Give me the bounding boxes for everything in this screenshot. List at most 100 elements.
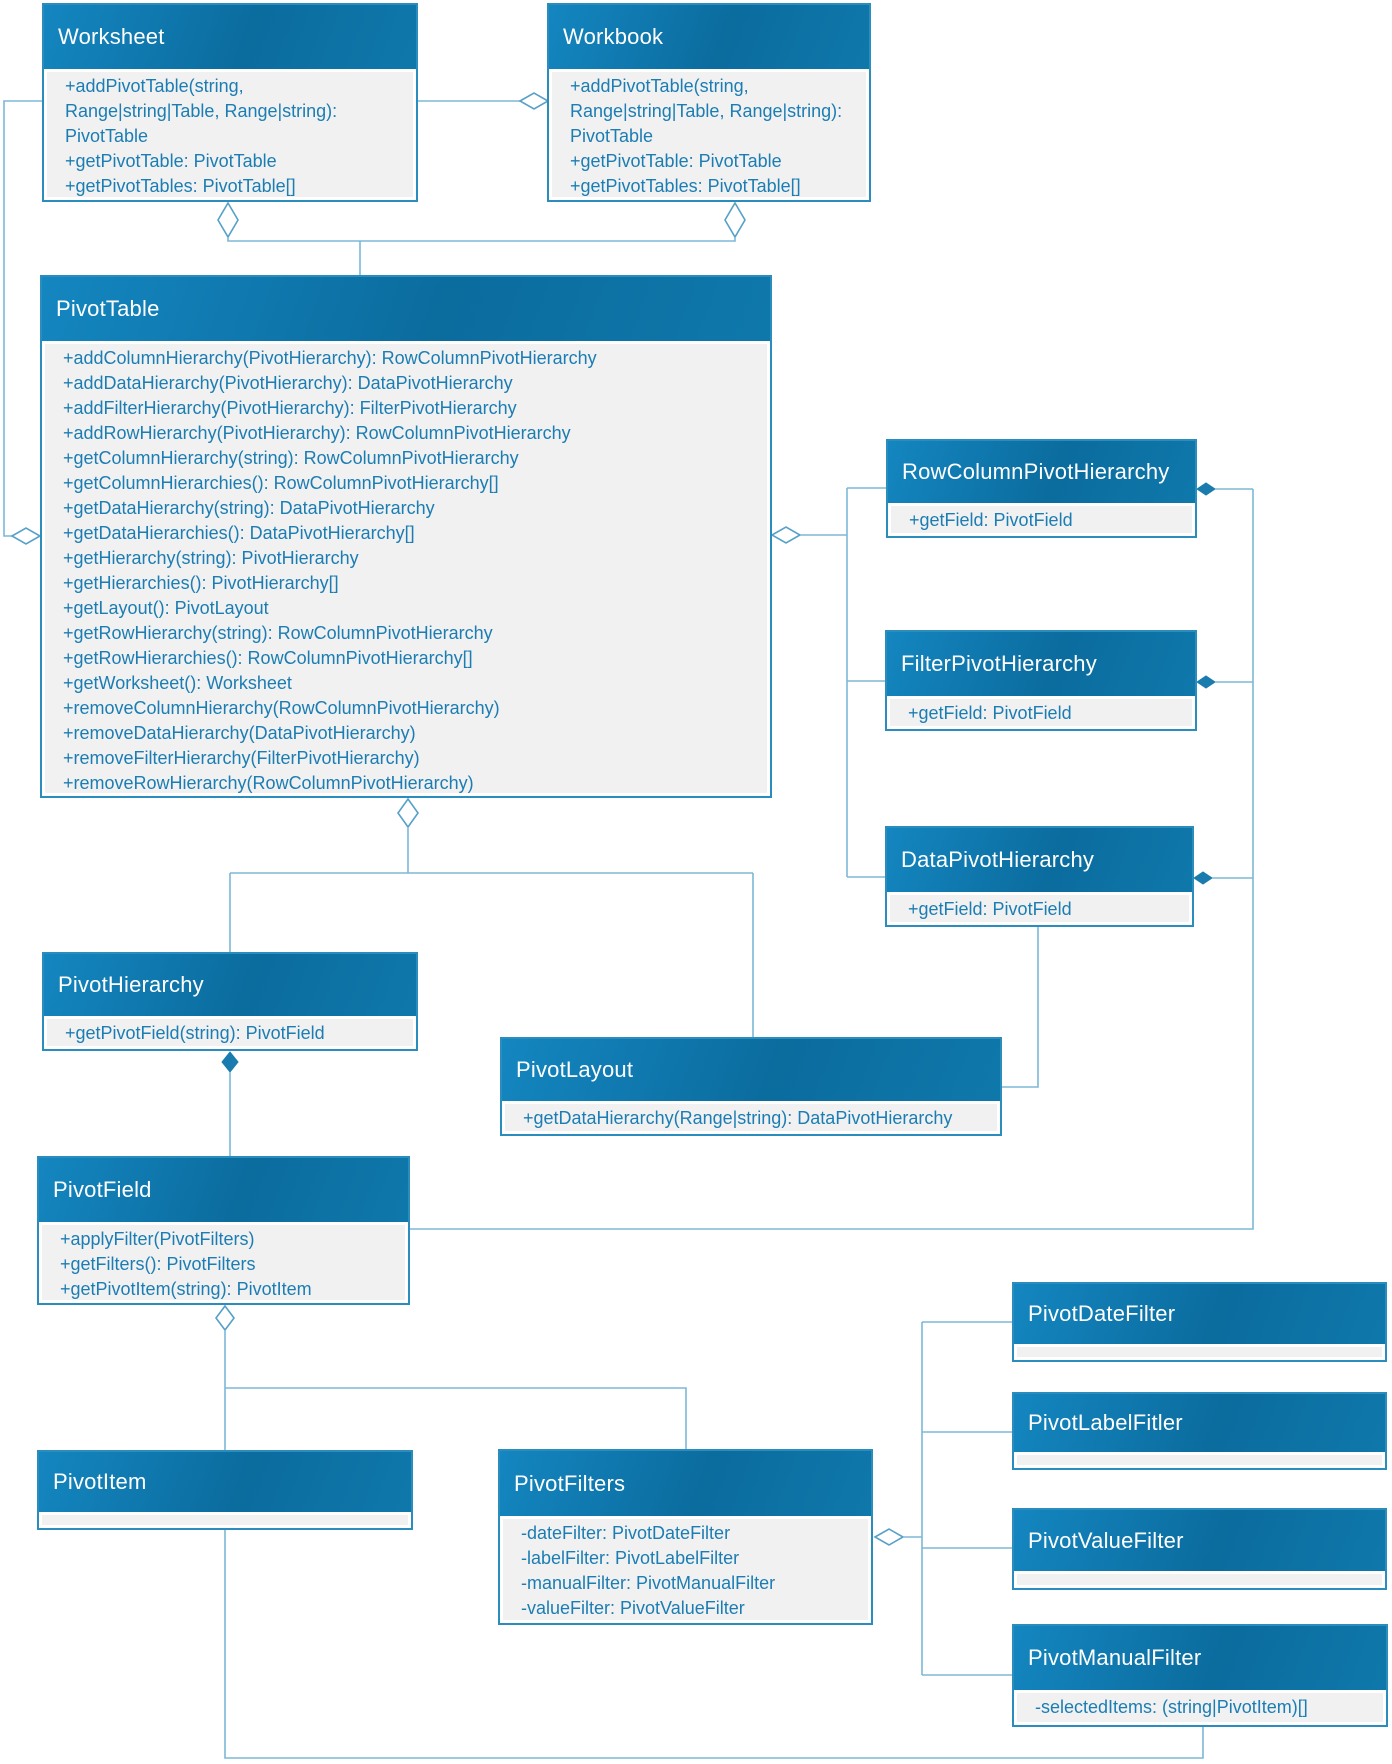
aggregation-diamond xyxy=(217,201,239,239)
connector-line xyxy=(229,827,754,1037)
aggregation-diamond xyxy=(518,92,550,110)
connector-pivottable-hierarchy-layout xyxy=(229,797,754,1037)
member-line: +getDataHierarchy(string): DataPivotHier… xyxy=(63,498,435,518)
member-line: -valueFilter: PivotValueFilter xyxy=(521,1598,745,1618)
class-header: RowColumnPivotHierarchy xyxy=(888,441,1195,503)
connector-line xyxy=(847,487,886,878)
connector-line xyxy=(224,1330,687,1450)
class-data-pivot-hierarchy: DataPivotHierarchy +getField: PivotField xyxy=(885,826,1194,927)
connector-worksheet-workbook xyxy=(417,92,550,110)
member-line: +getPivotItem(string): PivotItem xyxy=(60,1279,312,1299)
class-members: +getPivotField(string): PivotField xyxy=(47,1019,413,1046)
member-line: +addDataHierarchy(PivotHierarchy): DataP… xyxy=(63,373,513,393)
connector-line xyxy=(1002,927,1039,1088)
class-title: Workbook xyxy=(563,24,664,49)
member-line: +applyFilter(PivotFilters) xyxy=(60,1229,255,1249)
member-line: +getWorksheet(): Worksheet xyxy=(63,673,292,693)
member-line: +getHierarchies(): PivotHierarchy[] xyxy=(63,573,339,593)
class-worksheet: Worksheet +addPivotTable(string, Range|st… xyxy=(42,3,418,202)
class-pivot-filters: PivotFilters -dateFilter: PivotDateFilte… xyxy=(498,1449,873,1625)
class-members xyxy=(1017,1455,1382,1465)
member-line: +getField: PivotField xyxy=(908,899,1072,919)
connector-pivottable-hierarchies xyxy=(770,487,886,878)
class-members: +addPivotTable(string, Range|string|Table… xyxy=(47,72,413,197)
member-line: PivotTable xyxy=(65,126,149,146)
member-line: +getRowHierarchies(): RowColumnPivotHier… xyxy=(63,648,473,668)
class-header: PivotManualFilter xyxy=(1014,1626,1386,1690)
class-members xyxy=(1017,1574,1382,1585)
member-line: +getPivotField(string): PivotField xyxy=(65,1023,325,1043)
connector-top-to-pivottable xyxy=(217,201,746,275)
member-line: +addFilterHierarchy(PivotHierarchy): Fil… xyxy=(63,398,517,418)
connector-line xyxy=(410,489,1254,1230)
connector-pivotfilters-filters xyxy=(873,1321,1012,1676)
class-workbook: Workbook +addPivotTable(string, Range|str… xyxy=(547,3,871,202)
member-line: Range|string|Table, Range|string): xyxy=(570,101,843,121)
class-title: PivotField xyxy=(53,1177,152,1202)
class-title: PivotHierarchy xyxy=(58,972,204,997)
connector-pivothierarchy-pivotfield xyxy=(221,1051,239,1156)
connector-line xyxy=(224,1530,1204,1759)
member-line: +removeRowHierarchy(RowColumnPivotHierar… xyxy=(63,773,474,793)
class-header: Worksheet xyxy=(44,5,416,69)
class-title: Worksheet xyxy=(58,24,165,49)
class-header: FilterPivotHierarchy xyxy=(887,632,1195,696)
member-line: -selectedItems: (string|PivotItem)[] xyxy=(1035,1697,1308,1717)
aggregation-diamond xyxy=(215,1304,235,1332)
class-header: PivotField xyxy=(39,1158,408,1222)
class-members: -selectedItems: (string|PivotItem)[] xyxy=(1017,1693,1383,1722)
class-row-column-pivot-hierarchy: RowColumnPivotHierarchy +getField: Pivot… xyxy=(886,439,1197,538)
member-line: +getField: PivotField xyxy=(909,510,1073,530)
class-pivot-hierarchy: PivotHierarchy +getPivotField(string): P… xyxy=(42,952,418,1051)
aggregation-diamond xyxy=(10,527,42,545)
aggregation-diamond xyxy=(873,1528,905,1546)
member-line: -dateFilter: PivotDateFilter xyxy=(521,1523,731,1543)
member-line: Range|string|Table, Range|string): xyxy=(65,101,338,121)
class-members xyxy=(1017,1347,1382,1357)
class-title: PivotItem xyxy=(53,1469,147,1494)
class-header: PivotLabelFitler xyxy=(1014,1394,1385,1452)
member-line: +addPivotTable(string, xyxy=(570,76,749,96)
class-title: PivotFilters xyxy=(514,1470,626,1496)
aggregation-diamond xyxy=(770,526,802,544)
class-members: +getDataHierarchy(Range|string): DataPiv… xyxy=(505,1104,997,1131)
class-members: +applyFilter(PivotFilters)+getFilters():… xyxy=(42,1225,405,1300)
class-members: +getField: PivotField xyxy=(890,895,1189,922)
class-header: PivotDateFilter xyxy=(1014,1284,1385,1344)
member-line: +removeColumnHierarchy(RowColumnPivotHie… xyxy=(63,698,500,718)
connector-hierarchies-pivotfield xyxy=(410,482,1254,1230)
class-title: PivotDateFilter xyxy=(1028,1301,1176,1326)
class-header: PivotTable xyxy=(42,277,770,341)
class-title: PivotTable xyxy=(56,296,160,321)
class-title: PivotManualFilter xyxy=(1028,1645,1202,1670)
connector-line xyxy=(227,237,736,242)
class-members: +getField: PivotField xyxy=(891,506,1192,533)
aggregation-diamond xyxy=(724,201,746,239)
composition-diamond xyxy=(1196,482,1216,496)
connector-pivotfield-item-filters xyxy=(215,1304,687,1450)
member-line: +getPivotTables: PivotTable[] xyxy=(570,176,801,196)
class-header: PivotValueFilter xyxy=(1014,1510,1385,1571)
member-line: +getDataHierarchy(Range|string): DataPiv… xyxy=(523,1108,953,1128)
member-line: +addPivotTable(string, xyxy=(65,76,244,96)
class-members xyxy=(42,1515,408,1525)
class-pivot-date-filter: PivotDateFilter xyxy=(1012,1282,1387,1362)
class-title: RowColumnPivotHierarchy xyxy=(902,459,1170,484)
member-line: +getPivotTables: PivotTable[] xyxy=(65,176,296,196)
class-header: DataPivotHierarchy xyxy=(887,828,1192,892)
class-members: +getField: PivotField xyxy=(890,699,1192,726)
composition-diamond xyxy=(1193,871,1213,885)
composition-diamond xyxy=(1196,675,1216,689)
member-line: +getColumnHierarchy(string): RowColumnPi… xyxy=(63,448,519,468)
class-pivot-field: PivotField +applyFilter(PivotFilters)+ge… xyxy=(37,1156,410,1305)
class-title: FilterPivotHierarchy xyxy=(901,651,1097,676)
member-line: +getPivotTable: PivotTable xyxy=(65,151,277,171)
member-line: +addColumnHierarchy(PivotHierarchy): Row… xyxy=(63,348,597,368)
connector-line xyxy=(1212,488,1253,879)
class-pivot-value-filter: PivotValueFilter xyxy=(1012,1508,1387,1590)
connector-line xyxy=(903,1321,1012,1676)
class-header: PivotHierarchy xyxy=(44,954,416,1016)
member-line: +removeDataHierarchy(DataPivotHierarchy) xyxy=(63,723,416,743)
